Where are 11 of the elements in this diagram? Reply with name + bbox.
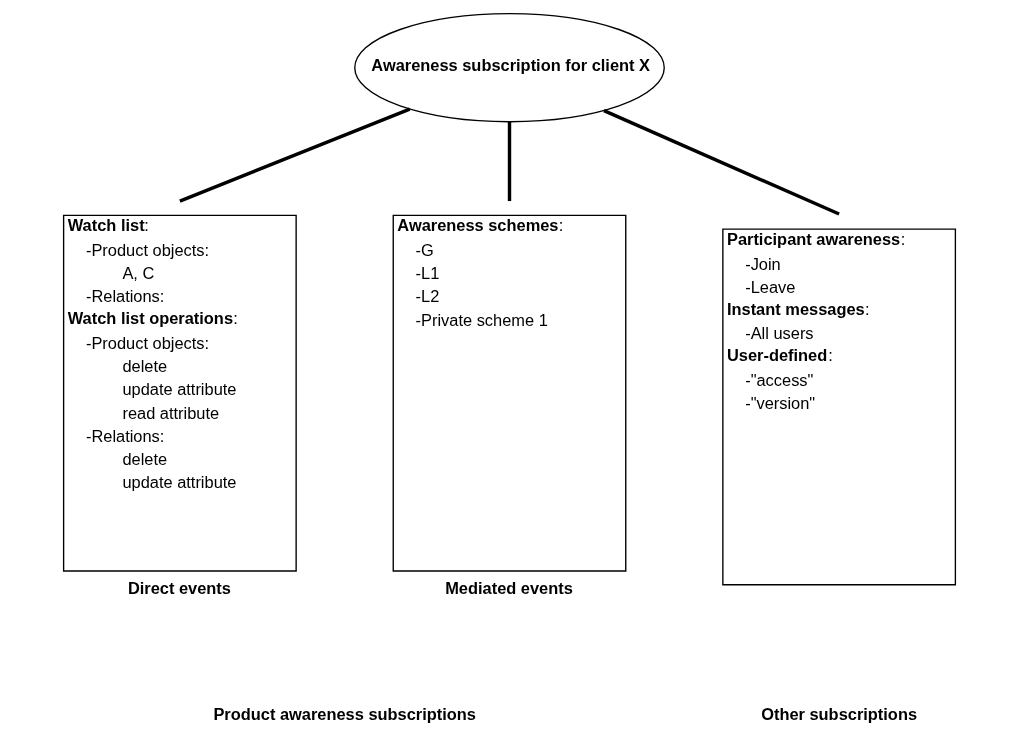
node-box: Watch list: -Product objects: A, C -Relations: Watch list operations: -Product objects: delete update attribute read attribute -Relations: delete update attribute bbox=[62, 214, 297, 572]
connector bbox=[178, 107, 410, 203]
label: Other subscriptions bbox=[760, 704, 917, 723]
node-ellipse: Awareness subscription for client X bbox=[353, 13, 665, 123]
connector bbox=[507, 122, 511, 202]
node-label: Direct events bbox=[127, 578, 231, 597]
label: Product awareness subscriptions bbox=[212, 704, 476, 723]
node-label: Mediated events bbox=[444, 578, 573, 597]
node-box: Participant awareness: -Join -Leave Instant messages: -All users User-defined: -"access" -"version" bbox=[721, 228, 956, 586]
connector bbox=[602, 109, 840, 216]
node-box: Awareness schemes: -G -L1 -L2 -Private scheme 1 bbox=[392, 214, 626, 572]
